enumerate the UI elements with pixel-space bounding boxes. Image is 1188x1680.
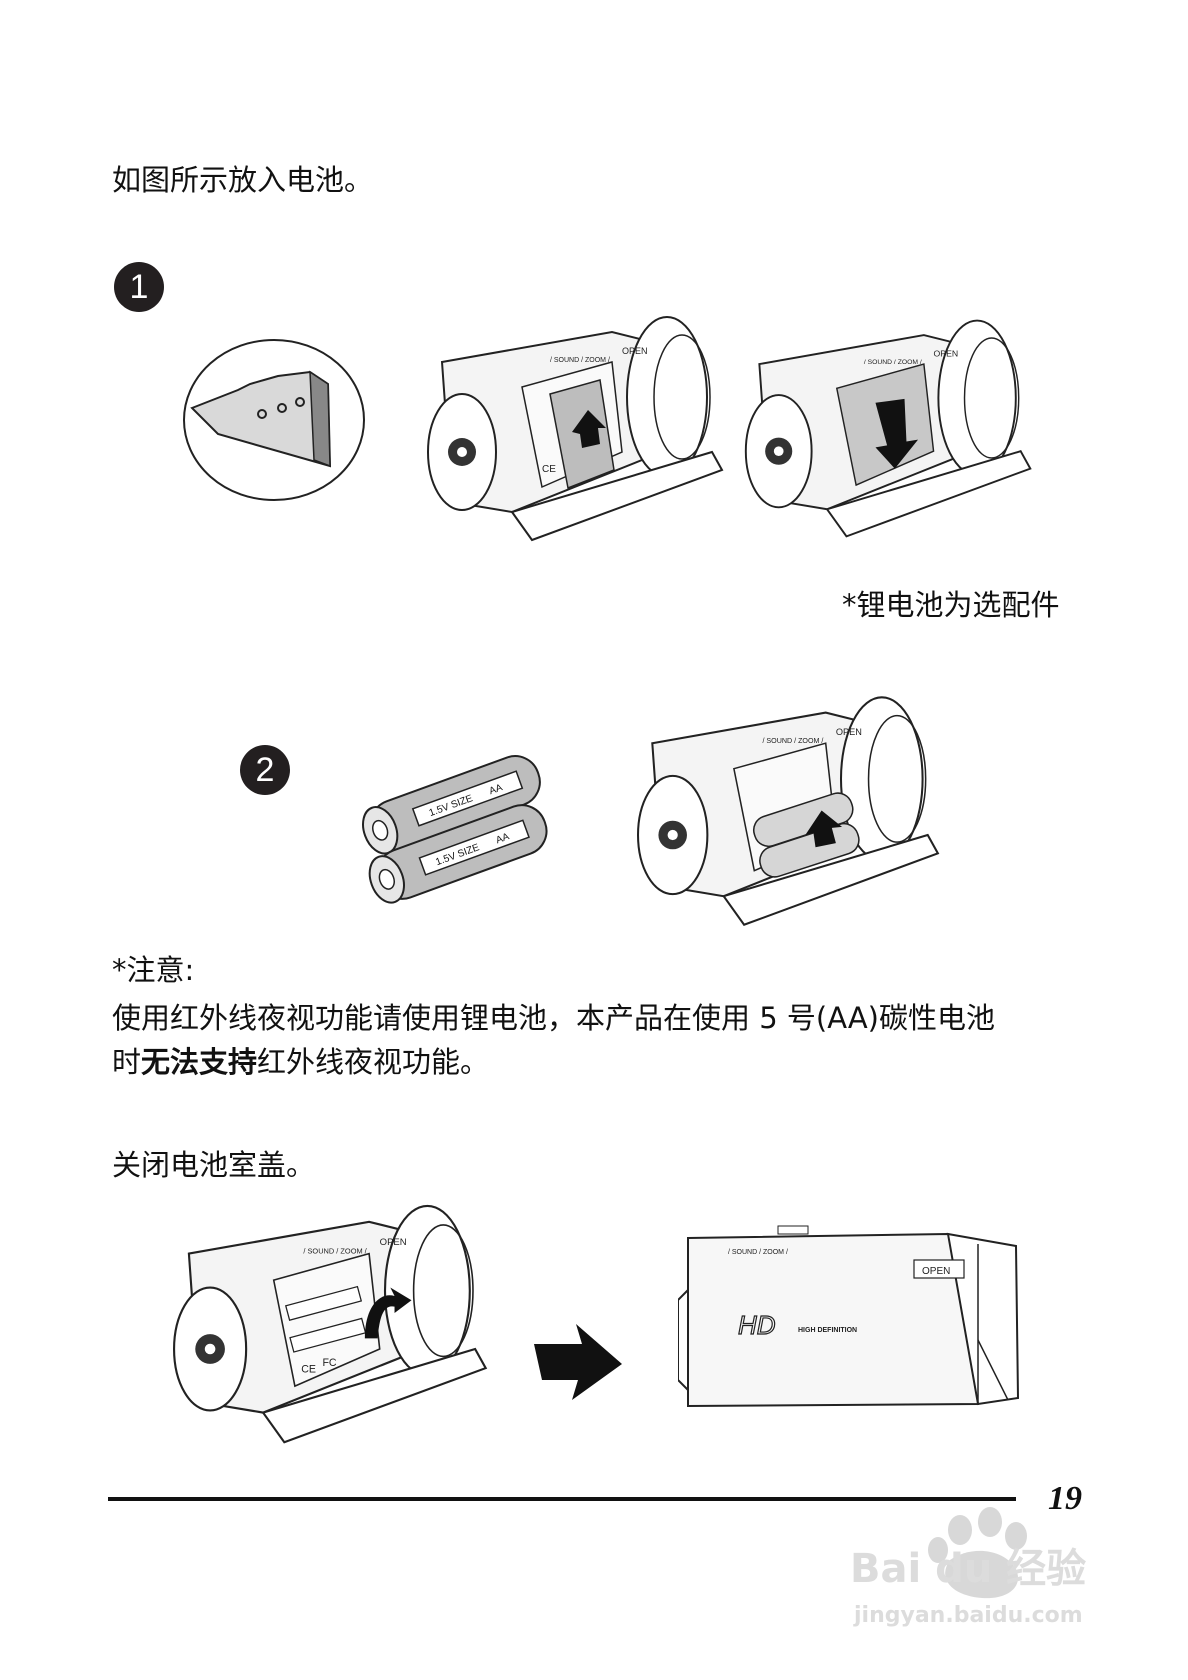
notice-line-2-bold: 无法支持 xyxy=(141,1045,258,1079)
baidu-paw-icon: Bai du 经验 jingyan.baidu.com xyxy=(850,1507,1086,1628)
camcorder-insert-lithium-illustration: / SOUND / ZOOM / OPEN CE xyxy=(427,316,724,542)
watermark-url: jingyan.baidu.com xyxy=(853,1603,1083,1628)
watermark: Bai du 经验 jingyan.baidu.com xyxy=(850,1500,1120,1650)
notice-line-2-suffix: 红外线夜视功能。 xyxy=(257,1045,490,1079)
page-number: 19 xyxy=(1048,1480,1082,1517)
battery-closeup-illustration xyxy=(183,339,365,501)
battery-type-label: AA xyxy=(488,782,505,797)
camcorder-closing-cover-illustration: / SOUND / ZOOM / OPEN CE FC xyxy=(173,1204,488,1444)
intro-text: 如图所示放入电池。 xyxy=(112,163,374,197)
step-2-badge: 2 xyxy=(240,745,290,795)
sound-zoom-label: / SOUND / ZOOM / xyxy=(762,737,823,745)
hd-logo: HD xyxy=(738,1310,776,1340)
notice-line-1: 使用红外线夜视功能请使用锂电池，本产品在使用 5 号(AA)碳性电池 xyxy=(112,1001,996,1035)
open-label: OPEN xyxy=(380,1237,407,1248)
fc-mark: FC xyxy=(322,1357,336,1369)
open-label: OPEN xyxy=(922,1266,950,1277)
notice-line-2-prefix: 时 xyxy=(112,1045,142,1079)
open-label: OPEN xyxy=(934,348,959,358)
footer-rule xyxy=(108,1497,1016,1501)
right-arrow-icon xyxy=(534,1324,622,1400)
step-1-badge: 1 xyxy=(114,262,164,312)
camcorder-push-lithium-illustration: / SOUND / ZOOM / OPEN xyxy=(744,319,1032,538)
sound-zoom-label: / SOUND / ZOOM / xyxy=(864,359,922,366)
camcorder-insert-aa-illustration: / SOUND / ZOOM / OPEN xyxy=(636,696,940,926)
sound-zoom-label: / SOUND / ZOOM / xyxy=(728,1249,788,1256)
close-cover-text: 关闭电池室盖。 xyxy=(112,1148,316,1182)
battery-type-label: AA xyxy=(494,831,511,846)
lithium-optional-note: *锂电池为选配件 xyxy=(842,588,1060,622)
open-label: OPEN xyxy=(622,346,648,356)
ce-mark: CE xyxy=(542,464,556,475)
watermark-brand: Bai du 经验 xyxy=(850,1546,1086,1592)
aa-batteries-illustration: 1.5V SIZE AA 1.5V SIZE AA xyxy=(362,755,548,904)
ce-mark: CE xyxy=(301,1363,316,1375)
notice-heading: *注意: xyxy=(112,953,195,987)
sound-zoom-label: / SOUND / ZOOM / xyxy=(303,1247,367,1256)
notice-line-2: 时无法支持红外线夜视功能。 xyxy=(112,1042,489,1082)
camcorder-closed-illustration: OPEN / SOUND / ZOOM / HD HIGH DEFINITION xyxy=(678,1225,1020,1408)
sound-zoom-label: / SOUND / ZOOM / xyxy=(550,357,610,364)
open-label: OPEN xyxy=(836,727,862,737)
high-definition-label: HIGH DEFINITION xyxy=(798,1327,857,1334)
